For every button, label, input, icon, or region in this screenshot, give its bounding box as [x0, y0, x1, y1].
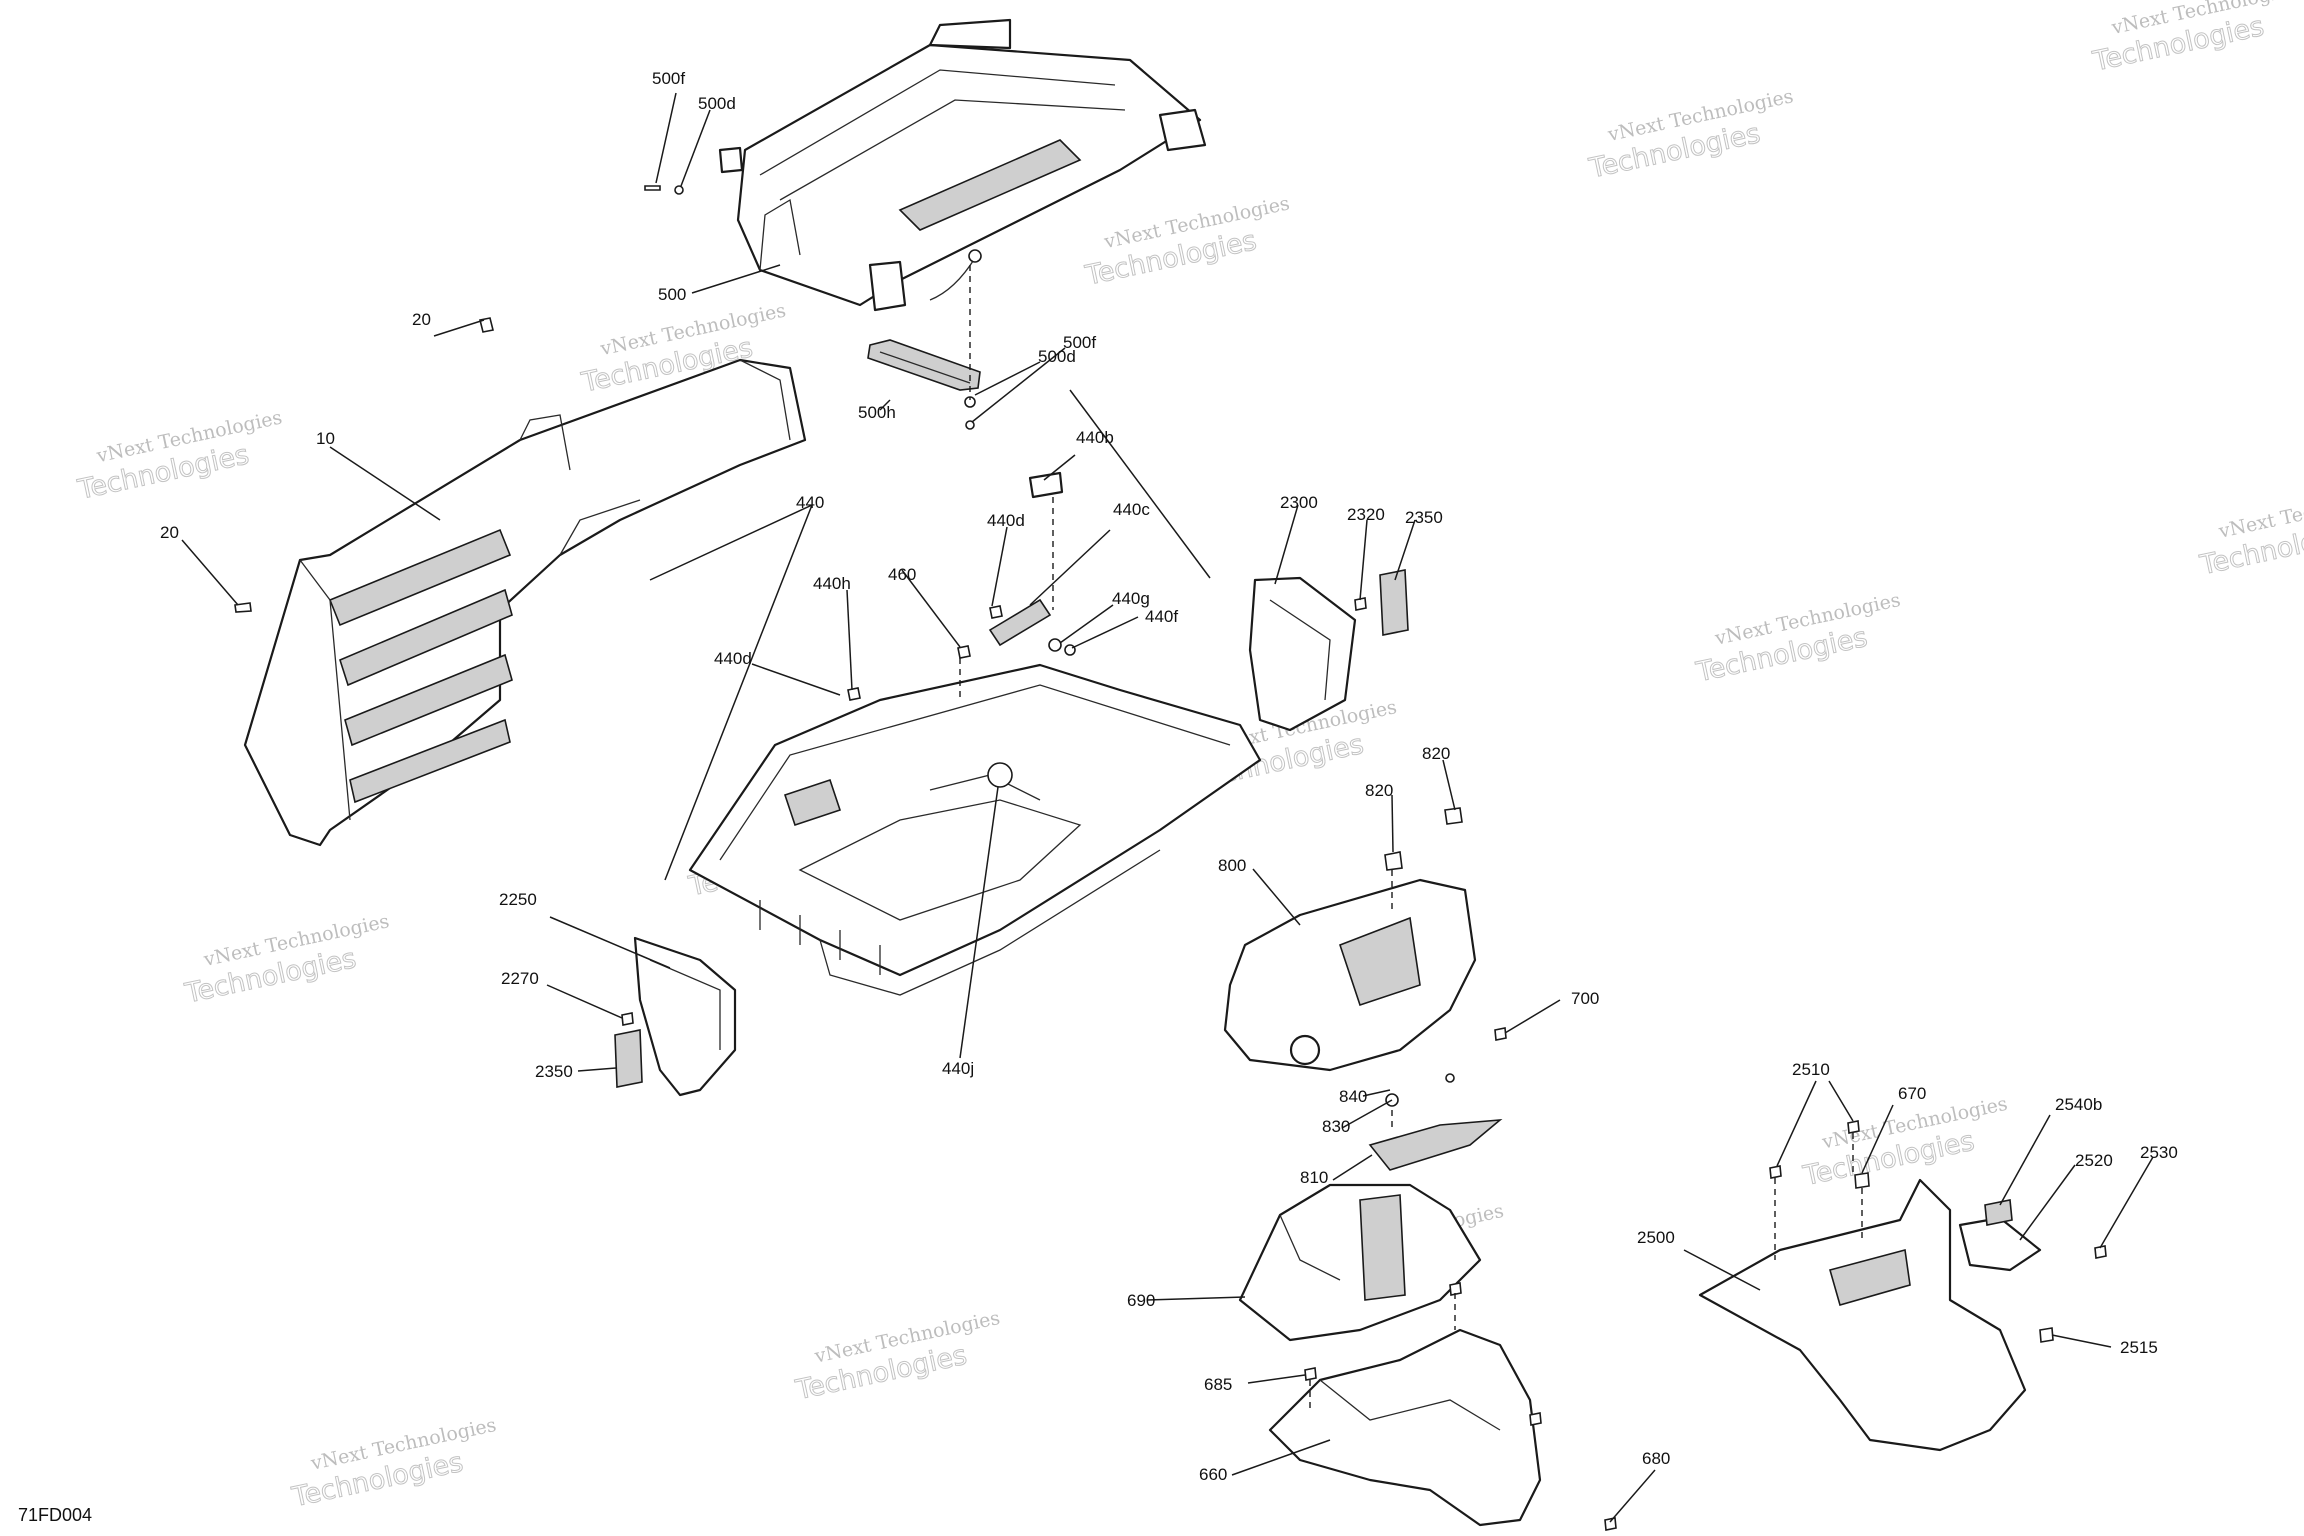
- diagram-reference-id: 71FD004: [18, 1505, 92, 1525]
- callout-685: 685: [1204, 1375, 1232, 1394]
- callout-440d: 440d: [987, 511, 1025, 530]
- callout-500f: 500f: [652, 69, 685, 88]
- callout-440f: 440f: [1145, 607, 1178, 626]
- callout-20: 20: [160, 523, 179, 542]
- callout-820: 820: [1422, 744, 1450, 763]
- callout-2510: 2510: [1792, 1060, 1830, 1079]
- part-500-storage-lid: [718, 18, 1207, 312]
- callout-440d: 440d: [714, 649, 752, 668]
- callout-440b: 440b: [1076, 428, 1114, 447]
- callout-2350: 2350: [1405, 508, 1443, 527]
- callout-690: 690: [1127, 1291, 1155, 1310]
- callout-810: 810: [1300, 1168, 1328, 1187]
- callout-500f: 500f: [1063, 333, 1096, 352]
- part-500-cable: [929, 249, 982, 301]
- callout-460: 460: [888, 565, 916, 584]
- callout-2530: 2530: [2140, 1143, 2178, 1162]
- callout-labels: 500f 500d 500 500d 500f 500h 20 10 20 44…: [160, 69, 2178, 1484]
- callout-680: 680: [1642, 1449, 1670, 1468]
- part-2250-side-panel: [614, 936, 737, 1097]
- callout-2300: 2300: [1280, 493, 1318, 512]
- callout-2270: 2270: [501, 969, 539, 988]
- dashed-assembly-lines: [959, 265, 1863, 1410]
- callout-440: 440: [796, 493, 824, 512]
- leader-lines: [181, 92, 2154, 1523]
- part-800-rear-console: [1223, 807, 1507, 1107]
- part-440-storage-tub: [688, 663, 1262, 996]
- callout-10: 10: [316, 429, 335, 448]
- fastener-group: [234, 185, 976, 613]
- callout-440h: 440h: [813, 574, 851, 593]
- callout-2350: 2350: [535, 1062, 573, 1081]
- callout-440j: 440j: [942, 1059, 974, 1078]
- callout-660: 660: [1199, 1465, 1227, 1484]
- callout-800: 800: [1218, 856, 1246, 875]
- callout-500: 500: [658, 285, 686, 304]
- part-690-inner-panel: [1238, 1183, 1482, 1342]
- callout-440g: 440g: [1112, 589, 1150, 608]
- callout-2250: 2250: [499, 890, 537, 909]
- part-2500-rear-fender: [1698, 1120, 2107, 1452]
- part-2300-side-panel: [1248, 569, 1409, 732]
- callout-440c: 440c: [1113, 500, 1150, 519]
- callout-820: 820: [1365, 781, 1393, 800]
- part-660-base: [1268, 1282, 1617, 1531]
- callout-840: 840: [1339, 1087, 1367, 1106]
- callout-700: 700: [1571, 989, 1599, 1008]
- callout-2320: 2320: [1347, 505, 1385, 524]
- part-810-trim: [1368, 1118, 1503, 1171]
- part-500h-strap: [867, 339, 981, 391]
- part-10-front-fascia: [243, 358, 807, 847]
- callout-2520: 2520: [2075, 1151, 2113, 1170]
- callout-2515: 2515: [2120, 1338, 2158, 1357]
- callout-500d: 500d: [1038, 347, 1076, 366]
- callout-2500: 2500: [1637, 1228, 1675, 1247]
- callout-500h: 500h: [858, 403, 896, 422]
- callout-830: 830: [1322, 1117, 1350, 1136]
- callout-2540b: 2540b: [2055, 1095, 2102, 1114]
- callout-500d: 500d: [698, 94, 736, 113]
- callout-20: 20: [412, 310, 431, 329]
- callout-670: 670: [1898, 1084, 1926, 1103]
